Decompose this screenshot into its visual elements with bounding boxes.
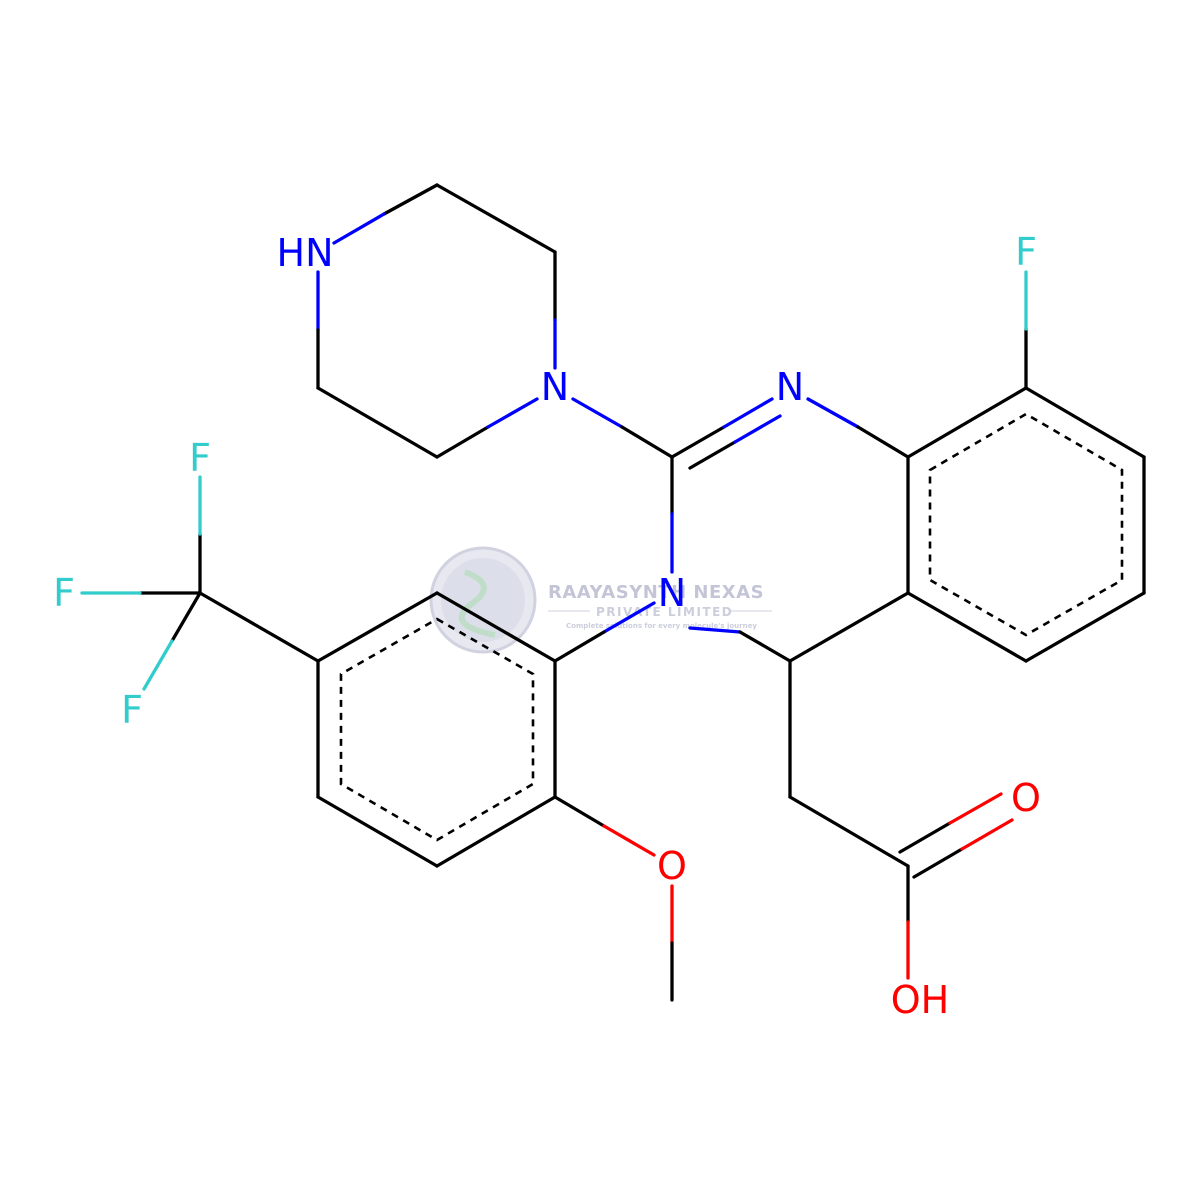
bond (856, 425, 910, 459)
bond (948, 792, 1003, 825)
bond (435, 425, 490, 459)
bond (688, 440, 737, 470)
bond (1024, 386, 1146, 459)
watermark: RAAYASYNTH NEXAS PRIVATE LIMITED Complet… (429, 546, 772, 654)
atom-o-methoxy: O (657, 844, 687, 888)
bond (912, 847, 964, 879)
aryl-ring (316, 591, 674, 1002)
bond (170, 591, 202, 643)
bond (898, 821, 952, 854)
atom-o-carbonyl: O (1011, 776, 1041, 820)
atom-f-cf3-bottom: F (121, 688, 143, 732)
bond (670, 425, 726, 459)
bond (688, 626, 742, 634)
dihydroquinazoline-core (571, 397, 910, 663)
bond (620, 425, 674, 459)
bond (906, 591, 1028, 663)
trifluoromethyl-group (80, 475, 320, 691)
piperazine-ring (316, 183, 557, 459)
bond (722, 397, 774, 429)
atom-n-piperazine: N (541, 365, 569, 409)
bond (602, 601, 656, 634)
bond (806, 397, 860, 429)
acetic-acid-chain (788, 659, 1014, 980)
bond (553, 630, 606, 663)
bond (198, 591, 320, 663)
bond (602, 824, 656, 857)
bond (332, 212, 386, 245)
aromatic-circle (339, 617, 535, 842)
bond (435, 591, 557, 663)
atom-f-cf3-left: F (53, 571, 75, 615)
watermark-company: RAAYASYNTH NEXAS (548, 582, 764, 603)
bond (316, 386, 439, 459)
bond (316, 795, 439, 868)
atom-n-ring: N (658, 571, 686, 615)
atom-oh-acid: OH (891, 978, 949, 1022)
fluorobenzene-ring (906, 270, 1146, 663)
bond (435, 183, 557, 254)
atom-n-imine: N (776, 365, 804, 409)
atom-labels: HN N N N F F F F O O OH (53, 230, 1041, 1022)
bond (316, 591, 439, 663)
atom-nh-piperazine: HN (277, 231, 334, 275)
aromatic-circle (928, 412, 1124, 637)
bond (960, 818, 1014, 851)
bond (733, 414, 782, 444)
bond (788, 591, 910, 663)
bond (382, 183, 439, 216)
atom-f-aryl: F (1015, 230, 1037, 274)
bond (571, 397, 624, 429)
bond (738, 630, 792, 663)
bond (788, 795, 910, 868)
bond (142, 639, 174, 691)
atom-f-cf3-top: F (189, 436, 211, 480)
watermark-tagline: Complete solutions for every molecule's … (566, 622, 757, 630)
bond (1024, 591, 1146, 663)
bond (553, 795, 606, 828)
bond (906, 386, 1028, 459)
bond (486, 397, 539, 429)
bond (435, 795, 557, 868)
watermark-helix-icon (458, 569, 496, 638)
